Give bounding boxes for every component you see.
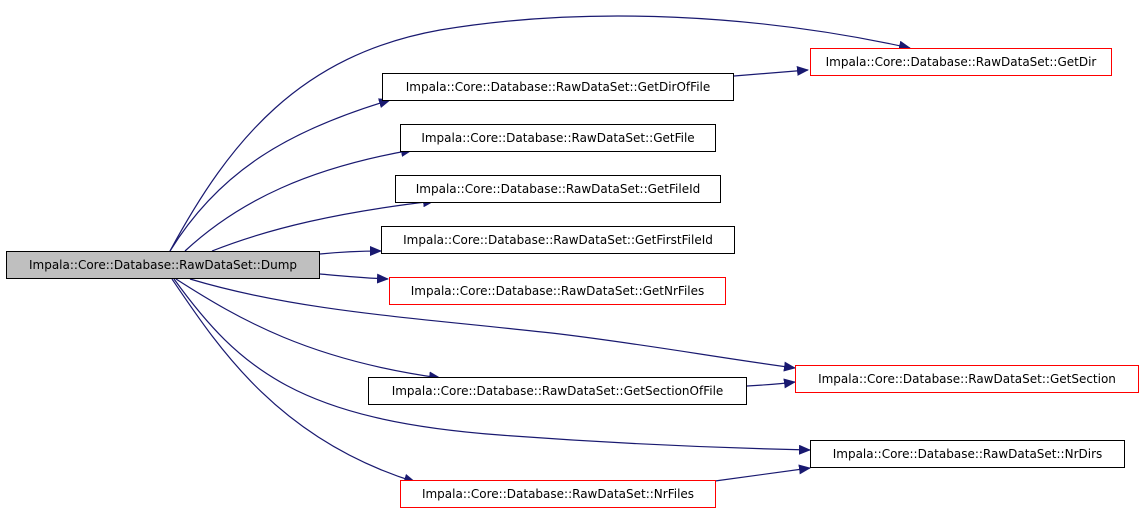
edge-dump-to-nr-dirs: [173, 278, 811, 455]
node-get-file-id[interactable]: Impala::Core::Database::RawDataSet::GetF…: [395, 175, 721, 203]
node-nr-files-label: Impala::Core::Database::RawDataSet::NrFi…: [421, 487, 695, 501]
node-nr-files[interactable]: Impala::Core::Database::RawDataSet::NrFi…: [400, 480, 716, 508]
edge-dump-to-get-dir-of-file: [169, 98, 391, 252]
node-get-section-of-file[interactable]: Impala::Core::Database::RawDataSet::GetS…: [368, 377, 747, 405]
edge-dump-to-get-section: [189, 278, 796, 372]
node-get-section-of-file-label: Impala::Core::Database::RawDataSet::GetS…: [391, 384, 724, 398]
edge-get-dir-of-file-to-get-dir: [733, 65, 809, 77]
node-get-section[interactable]: Impala::Core::Database::RawDataSet::GetS…: [795, 365, 1139, 393]
node-nr-dirs[interactable]: Impala::Core::Database::RawDataSet::NrDi…: [810, 440, 1125, 468]
node-get-first-file-id[interactable]: Impala::Core::Database::RawDataSet::GetF…: [381, 226, 735, 254]
node-dump: Impala::Core::Database::RawDataSet::Dump: [6, 251, 320, 279]
node-get-nr-files-label: Impala::Core::Database::RawDataSet::GetN…: [410, 284, 705, 298]
edge-dump-to-get-dir: [169, 15, 911, 252]
node-get-nr-files[interactable]: Impala::Core::Database::RawDataSet::GetN…: [389, 277, 726, 305]
edge-dump-to-get-nr-files: [319, 273, 389, 284]
node-get-dir-label: Impala::Core::Database::RawDataSet::GetD…: [825, 55, 1097, 69]
edge-dump-to-get-file-id: [211, 197, 435, 252]
node-get-dir[interactable]: Impala::Core::Database::RawDataSet::GetD…: [810, 48, 1112, 76]
node-get-dir-of-file[interactable]: Impala::Core::Database::RawDataSet::GetD…: [382, 73, 734, 101]
edge-layer: [169, 15, 911, 484]
edge-dump-to-nr-files: [171, 278, 416, 484]
node-get-section-label: Impala::Core::Database::RawDataSet::GetS…: [818, 372, 1116, 386]
edge-dump-to-get-file: [184, 146, 413, 252]
node-get-file-label: Impala::Core::Database::RawDataSet::GetF…: [421, 131, 695, 145]
node-dump-label: Impala::Core::Database::RawDataSet::Dump: [28, 258, 297, 272]
edge-get-section-of-file-to-get-section: [746, 378, 796, 389]
edge-dump-to-get-first-file-id: [319, 246, 382, 257]
node-nr-dirs-label: Impala::Core::Database::RawDataSet::NrDi…: [832, 447, 1103, 461]
node-get-dir-of-file-label: Impala::Core::Database::RawDataSet::GetD…: [405, 80, 711, 94]
node-get-file-id-label: Impala::Core::Database::RawDataSet::GetF…: [415, 182, 701, 196]
edge-dump-to-get-section-of-file: [175, 278, 441, 382]
node-get-first-file-id-label: Impala::Core::Database::RawDataSet::GetF…: [403, 233, 713, 247]
edge-nr-files-to-nr-dirs: [714, 464, 811, 482]
node-get-file[interactable]: Impala::Core::Database::RawDataSet::GetF…: [400, 124, 716, 152]
